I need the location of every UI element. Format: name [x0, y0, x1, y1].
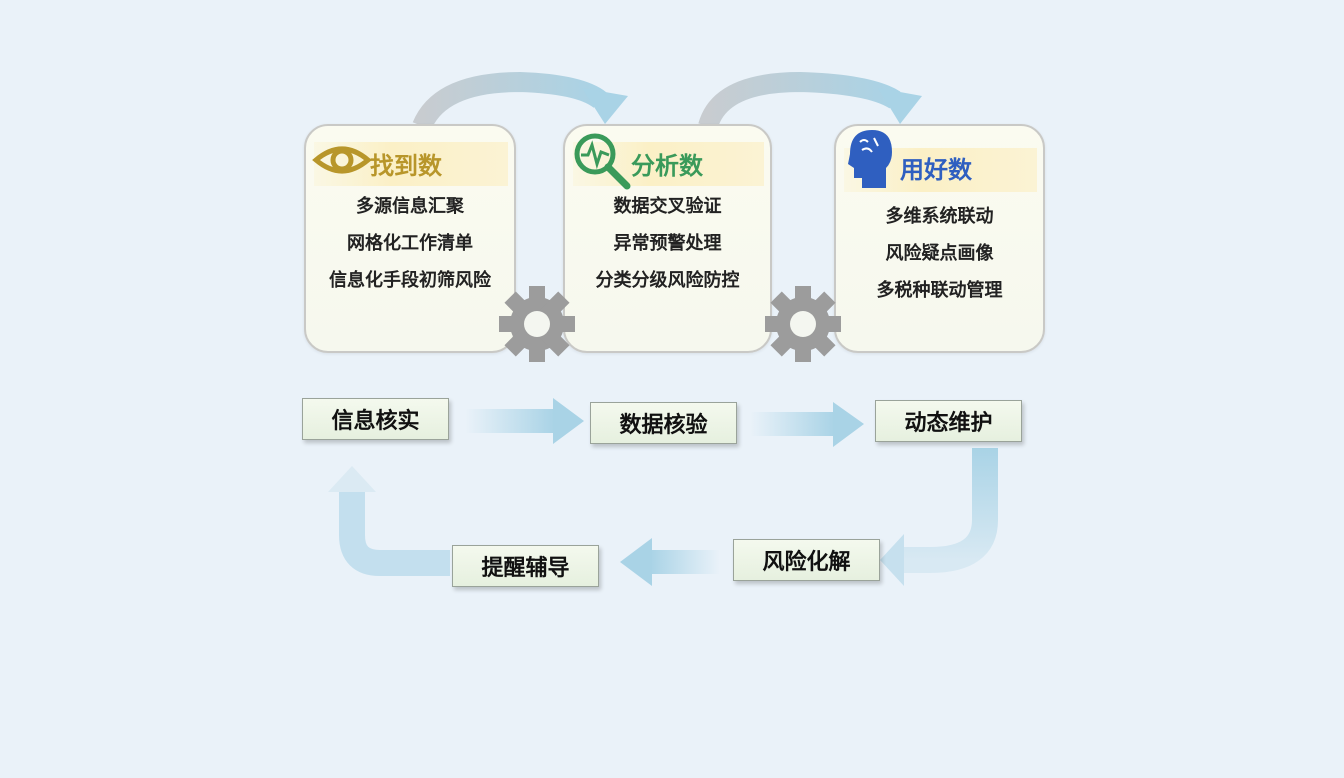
magnifier-pulse-icon [574, 133, 631, 190]
card-items: 数据交叉验证 异常预警处理 分类分级风险防控 [565, 188, 770, 299]
card-items: 多源信息汇聚 网格化工作清单 信息化手段初筛风险 [306, 188, 514, 299]
head-brain-icon [848, 130, 892, 188]
arrow-step1-to-step2 [465, 398, 584, 444]
card-item: 分类分级风险防控 [595, 270, 740, 291]
card-item: 网格化工作清单 [347, 233, 473, 254]
card-item: 异常预警处理 [613, 233, 722, 254]
card-title: 用好数 [900, 156, 972, 184]
arrow-step5-to-step1 [328, 466, 450, 576]
card-item: 多税种联动管理 [876, 280, 1003, 301]
card-item: 多维系统联动 [885, 206, 994, 227]
card-item: 多源信息汇聚 [356, 196, 464, 217]
arrow-step3-to-step4 [880, 448, 998, 586]
card-use-data: 用好数 多维系统联动 风险疑点画像 多税种联动管理 [834, 124, 1045, 353]
card-title: 分析数 [631, 152, 703, 180]
card-item: 信息化手段初筛风险 [329, 270, 491, 291]
top-arc-arrow-1 [412, 71, 628, 131]
step-risk-resolution: 风险化解 [733, 539, 880, 581]
gear-icon [765, 286, 841, 362]
card-find-data: 找到数 多源信息汇聚 网格化工作清单 信息化手段初筛风险 [304, 124, 516, 353]
card-items: 多维系统联动 风险疑点画像 多税种联动管理 [836, 198, 1043, 309]
gear-icon [499, 286, 575, 362]
eye-icon [312, 146, 372, 174]
arrow-step2-to-step3 [750, 402, 864, 447]
step-check-data: 数据核验 [590, 402, 737, 444]
step-reminder-guidance: 提醒辅导 [452, 545, 599, 587]
card-analyze-data: 分析数 数据交叉验证 异常预警处理 分类分级风险防控 [563, 124, 772, 353]
arrow-step4-to-step5 [620, 538, 720, 586]
top-arc-arrow-2 [698, 71, 922, 130]
step-verify-info: 信息核实 [302, 398, 449, 440]
card-item: 数据交叉验证 [613, 196, 722, 217]
card-item: 风险疑点画像 [885, 243, 994, 264]
card-title: 找到数 [370, 152, 442, 180]
step-dynamic-maintenance: 动态维护 [875, 400, 1022, 442]
card-header-band [573, 142, 764, 186]
